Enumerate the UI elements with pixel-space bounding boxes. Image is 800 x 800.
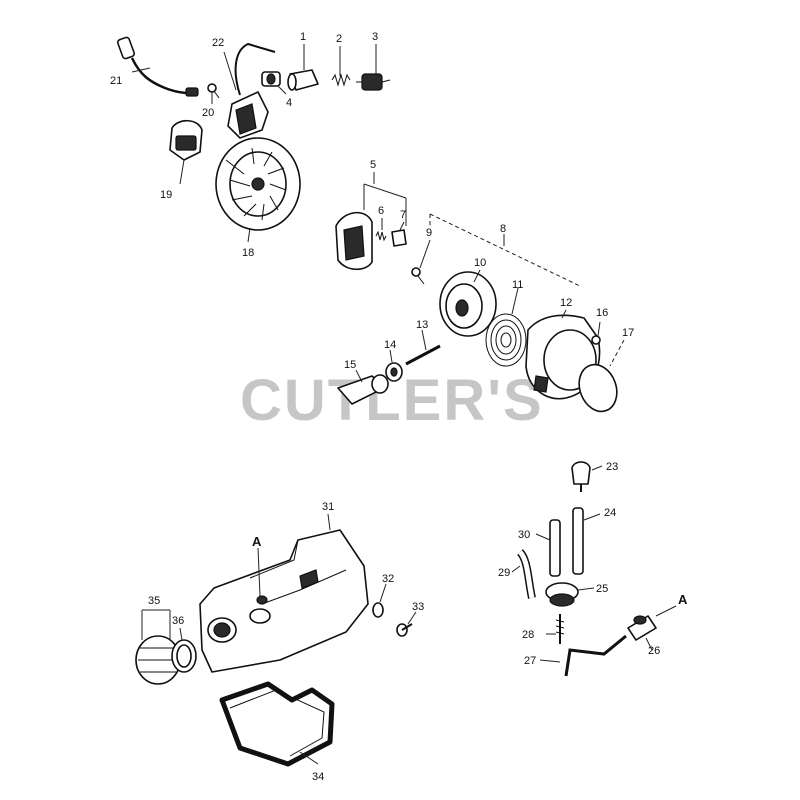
callout-32: 32	[382, 573, 394, 585]
leader-lines-fuel	[511, 465, 677, 663]
leader-lines-tank	[141, 513, 417, 765]
callout-24: 24	[604, 507, 616, 519]
callout-9: 9	[426, 227, 432, 239]
tank-guard-part	[219, 681, 335, 767]
callout-31: 31	[322, 501, 334, 513]
callout-28: 28	[522, 629, 534, 641]
callout-2: 2	[336, 33, 342, 45]
ignition-coil-part	[227, 42, 276, 139]
cap-gasket-part	[171, 639, 197, 673]
starter-pulley-part	[439, 271, 497, 337]
callout-26: 26	[648, 645, 660, 657]
flywheel-part	[215, 137, 301, 231]
callout-36: 36	[172, 615, 184, 627]
callout-17: 17	[622, 327, 634, 339]
reference-a-tank: A	[252, 534, 262, 549]
screw-20-part	[207, 83, 220, 99]
callout-20: 20	[202, 107, 214, 119]
spark-plug-wire-part	[116, 36, 199, 97]
callout-4: 4	[286, 97, 292, 109]
pin-28-part	[555, 614, 565, 644]
callout-1: 1	[300, 31, 306, 43]
callout-21: 21	[110, 75, 122, 87]
washer-32-part	[372, 602, 384, 618]
fuel-tank-part	[199, 529, 369, 673]
pawl-housing-part	[335, 211, 373, 271]
screw-16-part	[591, 335, 601, 345]
grommet-25-part	[545, 582, 579, 607]
screw-9-part	[411, 267, 425, 285]
fuel-filter-23-part	[571, 461, 591, 492]
callout-5: 5	[370, 159, 376, 171]
callout-27: 27	[524, 655, 536, 667]
fuel-line-27-part	[564, 634, 627, 677]
fuel-tube-24-part	[572, 507, 584, 575]
recoil-spring-part	[485, 313, 527, 367]
callout-13: 13	[416, 319, 428, 331]
callout-23: 23	[606, 461, 618, 473]
reference-a-line: A	[678, 592, 688, 607]
callout-3: 3	[372, 31, 378, 43]
starter-rope-part	[405, 344, 441, 366]
callout-15: 15	[344, 359, 356, 371]
callout-8: 8	[500, 223, 506, 235]
plug-cap-part	[287, 69, 319, 91]
callout-labels: 1 2 3 4 5 6 7 8 9 10 11 12 13 14 15 16 1…	[110, 31, 688, 783]
starter-handle-part	[337, 374, 389, 405]
callout-12: 12	[560, 297, 572, 309]
callout-35: 35	[148, 595, 160, 607]
pawl-7-part	[391, 229, 407, 247]
fuel-hose-29-part	[516, 549, 536, 599]
bolt-33-part	[396, 623, 413, 637]
rope-guide-part	[385, 362, 403, 382]
callout-33: 33	[412, 601, 424, 613]
callout-18: 18	[242, 247, 254, 259]
fuel-tube-30-part	[549, 519, 561, 577]
callout-14: 14	[384, 339, 396, 351]
callout-22: 22	[212, 37, 224, 49]
callout-10: 10	[474, 257, 486, 269]
callout-34: 34	[312, 771, 324, 783]
module-19-part	[169, 119, 203, 161]
spring-2-part	[331, 73, 351, 87]
terminal-3-part	[356, 73, 391, 91]
callout-6: 6	[378, 205, 384, 217]
callout-11: 11	[512, 279, 523, 291]
callout-19: 19	[160, 189, 172, 201]
fitting-26-part	[627, 615, 657, 641]
callout-7: 7	[400, 209, 406, 221]
callout-16: 16	[596, 307, 608, 319]
spark-plug-boot-part	[261, 71, 281, 87]
callout-25: 25	[596, 583, 608, 595]
callout-29: 29	[498, 567, 510, 579]
spring-6-part	[375, 230, 387, 242]
leader-lines-top	[131, 44, 625, 383]
gasket-17-part	[578, 363, 618, 413]
callout-30: 30	[518, 529, 530, 541]
